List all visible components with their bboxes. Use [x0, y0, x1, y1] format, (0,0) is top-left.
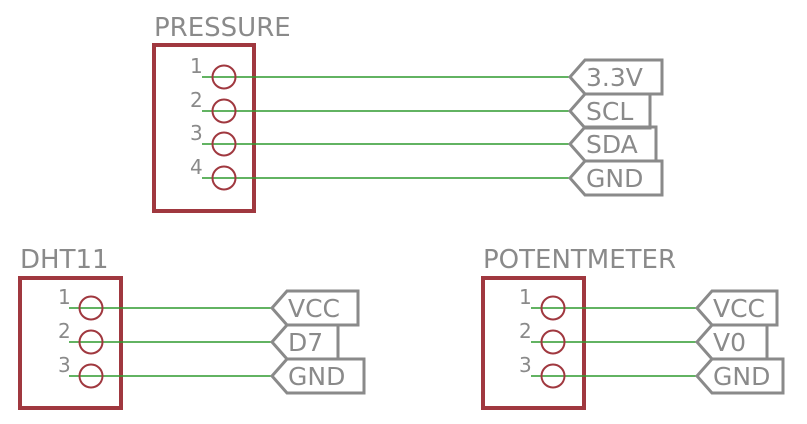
pin-number: 3	[519, 353, 532, 377]
pin-row: 3 GND	[519, 353, 785, 395]
pin-row: 2 SCL	[190, 88, 652, 130]
net-label-text: D7	[288, 328, 323, 357]
pin-circle	[211, 131, 237, 157]
net-label-tag	[567, 92, 652, 130]
net-label-text: GND	[713, 362, 770, 391]
pin-number: 1	[58, 285, 71, 309]
net-label-tag	[694, 357, 785, 395]
pin-number: 2	[519, 319, 532, 343]
connector-pressure: PRESSURE 1 3.3V 2 SCL 3 SDA 4 GND	[152, 13, 664, 213]
net-label-tag	[694, 289, 779, 327]
pin-circle	[78, 295, 104, 321]
pin-circle	[78, 363, 104, 389]
net-label-text: GND	[586, 164, 643, 193]
connector-title: DHT11	[20, 245, 109, 275]
connector-dht11: DHT11 1 VCC 2 D7 3 GND	[18, 245, 366, 410]
connector-title: POTENTMETER	[483, 245, 676, 275]
pin-circle	[540, 363, 566, 389]
pin-number: 2	[58, 319, 71, 343]
net-label-tag	[269, 357, 366, 395]
pin-row: 1 3.3V	[190, 54, 664, 96]
net-label-text: V0	[713, 328, 746, 357]
net-label-tag	[269, 323, 340, 361]
net-label-text: 3.3V	[586, 63, 643, 92]
net-label-text: VCC	[713, 294, 765, 323]
net-label-tag	[567, 58, 664, 96]
net-label-tag	[269, 289, 360, 327]
pin-row: 3 GND	[58, 353, 366, 395]
pin-row: 4 GND	[190, 155, 664, 197]
connector-body	[152, 43, 256, 213]
net-label-tag	[567, 125, 658, 163]
pin-circle	[540, 329, 566, 355]
pin-number: 3	[190, 121, 203, 145]
pin-row: 2 V0	[519, 319, 769, 361]
net-label-text: SDA	[586, 130, 638, 159]
net-label-tag	[694, 323, 769, 361]
pin-number: 2	[190, 88, 203, 112]
pin-number: 1	[519, 285, 532, 309]
pin-circle	[78, 329, 104, 355]
pin-number: 3	[58, 353, 71, 377]
pin-number: 4	[190, 155, 203, 179]
pin-row: 1 VCC	[519, 285, 779, 327]
net-label-tag	[567, 159, 664, 197]
pin-circle	[211, 165, 237, 191]
pin-circle	[540, 295, 566, 321]
net-label-text: GND	[288, 362, 345, 391]
pin-row: 3 SDA	[190, 121, 658, 163]
connector-body	[481, 276, 586, 410]
pin-number: 1	[190, 54, 203, 78]
pin-row: 1 VCC	[58, 285, 360, 327]
pin-row: 2 D7	[58, 319, 340, 361]
connector-body	[18, 276, 123, 410]
pin-circle	[211, 64, 237, 90]
connector-potentmeter: POTENTMETER 1 VCC 2 V0 3 GND	[481, 245, 785, 410]
net-label-text: SCL	[586, 97, 633, 126]
net-label-text: VCC	[288, 294, 340, 323]
connector-title: PRESSURE	[154, 13, 291, 43]
pin-circle	[211, 98, 237, 124]
